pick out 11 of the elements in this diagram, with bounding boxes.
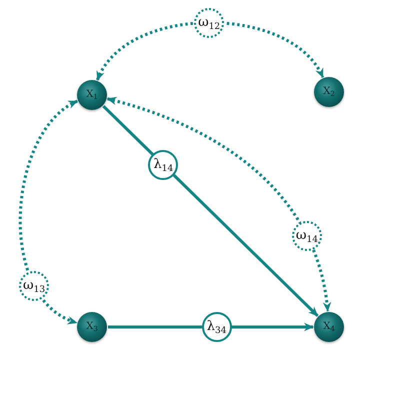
edge-label: λ$_{34}$ (202, 312, 232, 342)
edge-label: ω$_{14}$ (292, 220, 322, 251)
sphere-node: X$_{1}$ (77, 80, 107, 110)
dotted-arrow (18, 100, 78, 324)
edge-label: ω$_{13}$ (19, 270, 50, 301)
sphere-node: X$_{4}$ (314, 312, 344, 342)
dotted-arrow (96, 21, 324, 81)
sphere-node: X$_{3}$ (77, 312, 107, 342)
edge-label: ω$_{12}$ (194, 8, 224, 38)
sphere-node: X$_{2}$ (314, 77, 344, 107)
edge-label: λ$_{14}$ (148, 150, 178, 180)
